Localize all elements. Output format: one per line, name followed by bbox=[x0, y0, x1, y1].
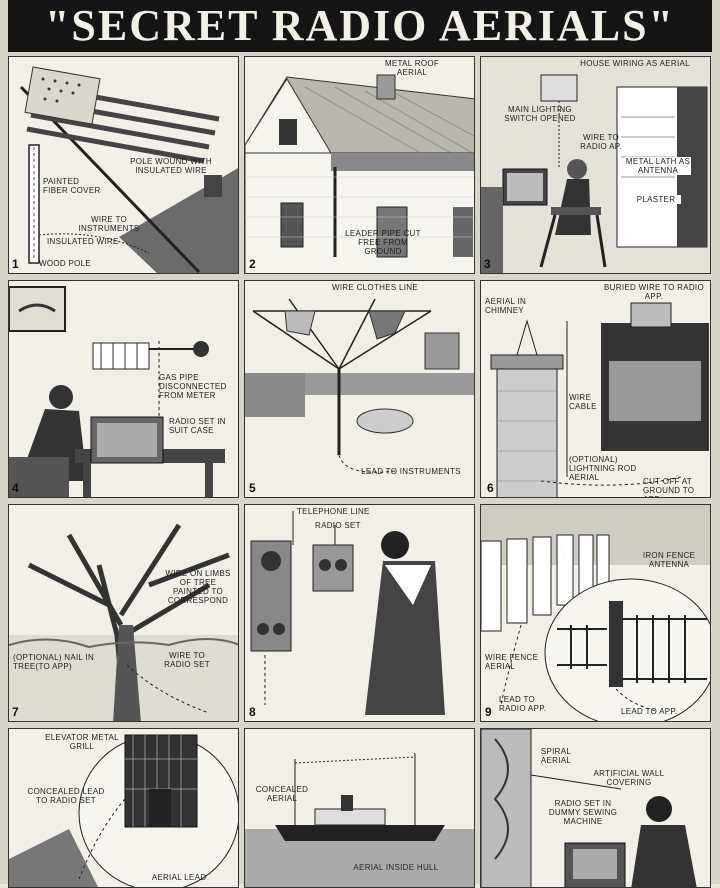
label-wood-pole: WOOD POLE bbox=[39, 259, 92, 268]
label-metal-roof: METAL ROOF AERIAL bbox=[384, 59, 440, 77]
panel-gas-pipe: GAS PIPE DISCONNECTED FROM METER RADIO S… bbox=[8, 280, 239, 498]
label-gas-pipe: GAS PIPE DISCONNECTED FROM METER bbox=[159, 373, 227, 400]
label-dummy-sewing: RADIO SET IN DUMMY SEWING MACHINE bbox=[548, 799, 618, 826]
panel-clothes-line: WIRE CLOTHES LINE LEAD TO INSTRUMENTS 5 bbox=[244, 280, 475, 498]
label-wire-to-instruments: WIRE TO INSTRUMENTS bbox=[78, 215, 140, 233]
label-wall-covering: ARTIFICIAL WALL COVERING bbox=[593, 769, 665, 787]
label-wire-fence: WIRE FENCE AERIAL bbox=[485, 653, 539, 671]
panel-iron-fence: IRON FENCE ANTENNA WIRE FENCE AERIAL LEA… bbox=[480, 504, 711, 722]
clothes-line-illustration bbox=[245, 298, 474, 473]
label-painted-cover: PAINTED FIBER COVER bbox=[43, 177, 101, 195]
panel-metal-roof: METAL ROOF AERIAL LEADER PIPE CUT FREE F… bbox=[244, 56, 475, 274]
label-concealed-lead: CONCEALED LEAD TO RADIO SET bbox=[27, 787, 105, 805]
label-metal-lath: METAL LATH AS ANTENNA bbox=[625, 157, 691, 175]
panel-ship: CONCEALED AERIAL AERIAL INSIDE HULL bbox=[244, 728, 475, 888]
label-radio-suitcase: RADIO SET IN SUIT CASE bbox=[169, 417, 226, 435]
panel-number: 6 bbox=[487, 481, 494, 495]
label-radio-set: RADIO SET bbox=[315, 521, 361, 530]
label-buried-wire: BURIED WIRE TO RADIO APP. bbox=[604, 283, 704, 301]
label-iron-fence: IRON FENCE ANTENNA bbox=[642, 551, 696, 569]
label-lead-radio: LEAD TO RADIO APP. bbox=[499, 695, 547, 713]
label-aerial-lead: AERIAL LEAD bbox=[151, 873, 207, 882]
panel-grid: POLE WOUND WITH INSULATED WIRE PAINTED F… bbox=[8, 56, 712, 888]
panel-number: 1 bbox=[12, 257, 19, 271]
label-aerial-hull: AERIAL INSIDE HULL bbox=[353, 863, 439, 872]
label-clothes-line: WIRE CLOTHES LINE bbox=[331, 283, 418, 292]
label-pole-wound: POLE WOUND WITH INSULATED WIRE bbox=[130, 157, 212, 175]
sewing-machine-illustration bbox=[481, 729, 697, 887]
label-spiral-aerial: SPIRAL AERIAL bbox=[540, 747, 572, 765]
label-telephone-line: TELEPHONE LINE bbox=[297, 507, 370, 516]
house-illustration bbox=[245, 74, 474, 273]
panel-number: 2 bbox=[249, 257, 256, 271]
elevator-illustration bbox=[9, 734, 238, 887]
label-nail: (OPTIONAL) NAIL IN TREE(TO APP) bbox=[13, 653, 95, 671]
panel-number: 8 bbox=[249, 705, 256, 719]
tree-illustration bbox=[9, 523, 238, 721]
label-main-switch: MAIN LIGHTING SWITCH OPENED bbox=[504, 105, 576, 123]
ship-illustration bbox=[245, 753, 474, 887]
panel-number: 5 bbox=[249, 481, 256, 495]
label-lead-instruments: LEAD TO INSTRUMENTS bbox=[361, 467, 461, 476]
gas-pipe-illustration bbox=[9, 286, 225, 497]
panel-sewing-machine: SPIRAL AERIAL ARTIFICIAL WALL COVERING R… bbox=[480, 728, 711, 888]
panel-number: 3 bbox=[484, 257, 491, 271]
label-leader-pipe: LEADER PIPE CUT FREE FROM GROUND bbox=[345, 229, 421, 256]
panel-elevator: ELEVATOR METAL GRILL CONCEALED LEAD TO R… bbox=[8, 728, 239, 888]
panel-tree: WIRE ON LIMBS OF TREE PAINTED TO CORRESP… bbox=[8, 504, 239, 722]
label-aerial-chimney: AERIAL IN CHIMNEY bbox=[485, 297, 527, 315]
label-plaster: PLASTER bbox=[631, 195, 681, 204]
panel-flag-pole: POLE WOUND WITH INSULATED WIRE PAINTED F… bbox=[8, 56, 239, 274]
label-cut-off: CUT OFF AT GROUND TO APP. bbox=[643, 477, 695, 497]
label-concealed-aerial: CONCEALED AERIAL bbox=[255, 785, 309, 803]
label-limbs: WIRE ON LIMBS OF TREE PAINTED TO CORRESP… bbox=[165, 569, 231, 605]
label-elevator: ELEVATOR METAL GRILL bbox=[45, 733, 119, 751]
panel-number: 7 bbox=[12, 705, 19, 719]
label-insulated-wire: INSULATED WIRE bbox=[47, 237, 119, 246]
panel-telephone: TELEPHONE LINE RADIO SET 8 bbox=[244, 504, 475, 722]
telephone-illustration bbox=[250, 511, 445, 715]
label-house-wiring: HOUSE WIRING AS AERIAL bbox=[580, 59, 690, 68]
label-wire-radio: WIRE TO RADIO SET bbox=[164, 651, 210, 669]
page-title: "SECRET RADIO AERIALS" bbox=[45, 1, 675, 50]
label-wire-cable: WIRE CABLE bbox=[569, 393, 597, 411]
label-wire-to-radio: WIRE TO RADIO AP. bbox=[580, 133, 622, 151]
title-banner: "SECRET RADIO AERIALS" bbox=[8, 0, 712, 52]
label-optional-rod: (OPTIONAL) LIGHTNING ROD AERIAL bbox=[569, 455, 637, 482]
panel-chimney: BURIED WIRE TO RADIO APP. AERIAL IN CHIM… bbox=[480, 280, 711, 498]
panel-number: 9 bbox=[485, 705, 492, 719]
iron-fence-illustration bbox=[481, 505, 710, 721]
panel-house-wiring: HOUSE WIRING AS AERIAL MAIN LIGHTING SWI… bbox=[480, 56, 711, 274]
chimney-illustration bbox=[490, 302, 709, 497]
panel-number: 4 bbox=[12, 481, 19, 495]
flag-pole-illustration bbox=[19, 66, 238, 273]
label-lead-app: LEAD TO APP. bbox=[621, 707, 678, 716]
